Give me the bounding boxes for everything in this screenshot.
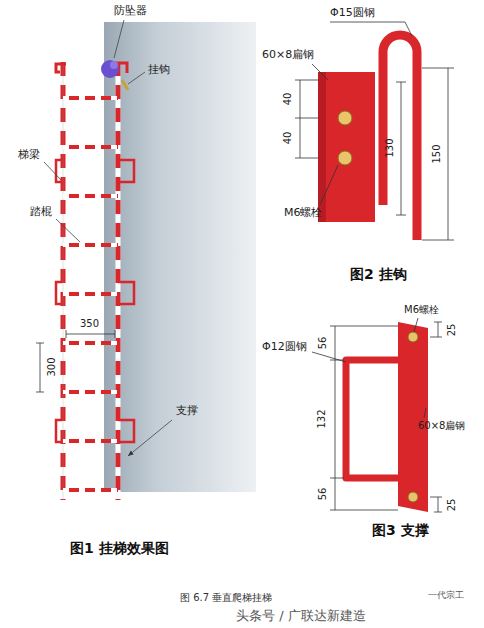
leader-lines [44,20,172,456]
rung [63,390,118,394]
rung [63,145,118,149]
rung [63,243,118,247]
part-label: M6螺栓 [284,206,323,219]
rung-stripe [63,439,118,443]
dimension: 25 [446,324,458,337]
part-label: 60×8扁钢 [418,420,465,432]
brace [56,420,134,442]
dimension: 150 [431,144,443,163]
rung [63,96,118,100]
dimension-lines [312,318,442,512]
part-label: 挂钩 [148,63,170,76]
ladder-rails [63,62,118,500]
rung [63,292,118,296]
dimension: 40 [282,93,294,106]
dimension-lines [36,330,115,392]
watermark: 一代宗工 [428,590,464,601]
round-steel-handle [346,360,404,478]
ladder-rungs [63,98,118,490]
bolt [338,111,352,125]
hook-pin [122,80,128,90]
dimension: 25 [446,499,458,512]
dimension: 132 [316,409,328,428]
figure-caption: 图3 支撑 [372,522,429,539]
part-label: Φ12圆钢 [262,340,307,353]
brace [56,160,134,182]
dimension: 40 [282,132,294,145]
flat-steel-plate [318,72,375,222]
part-label: 防坠器 [114,4,147,17]
bolt [408,492,418,502]
rung-stripe [63,145,118,149]
dimension: 56 [317,337,329,350]
watermark: 头条号 / 广联达新建造 [236,608,366,624]
rung [63,439,118,443]
brace-brackets [56,160,134,442]
part-label: 支撑 [176,404,198,417]
fall-arrester-shine [110,61,118,69]
caption: 图 6.7 垂直爬梯挂梯 [180,592,272,604]
dimension: 350 [80,318,99,330]
dimension: 130 [384,138,396,157]
rung [63,488,118,492]
rung-stripe [63,292,118,296]
rung-stripe [63,194,118,198]
round-steel-hook [383,35,417,240]
rung-stripe [63,488,118,492]
bolt [338,151,352,165]
dimension: 300 [46,357,58,376]
figure-caption: 图2 挂钩 [350,266,407,283]
rung-stripe [63,96,118,100]
rung [63,194,118,198]
plate-edge [318,72,326,222]
part-label: 梯梁 [18,148,40,161]
part-label: M6螺栓 [404,304,439,316]
rung-stripe [63,341,118,345]
pole [104,22,256,492]
figure-caption: 图1 挂梯效果图 [70,540,169,557]
dimension: 56 [317,488,329,501]
part-label: Φ15圆钢 [330,6,375,19]
flat-steel-plate [398,322,428,512]
bolt [408,332,418,342]
rung-stripe [63,243,118,247]
rung-stripe [63,390,118,394]
fall-arrester [101,60,119,78]
brace [56,282,134,304]
part-label: 60×8扁钢 [262,48,314,61]
part-label: 踏棍 [30,205,52,218]
rung [63,341,118,345]
